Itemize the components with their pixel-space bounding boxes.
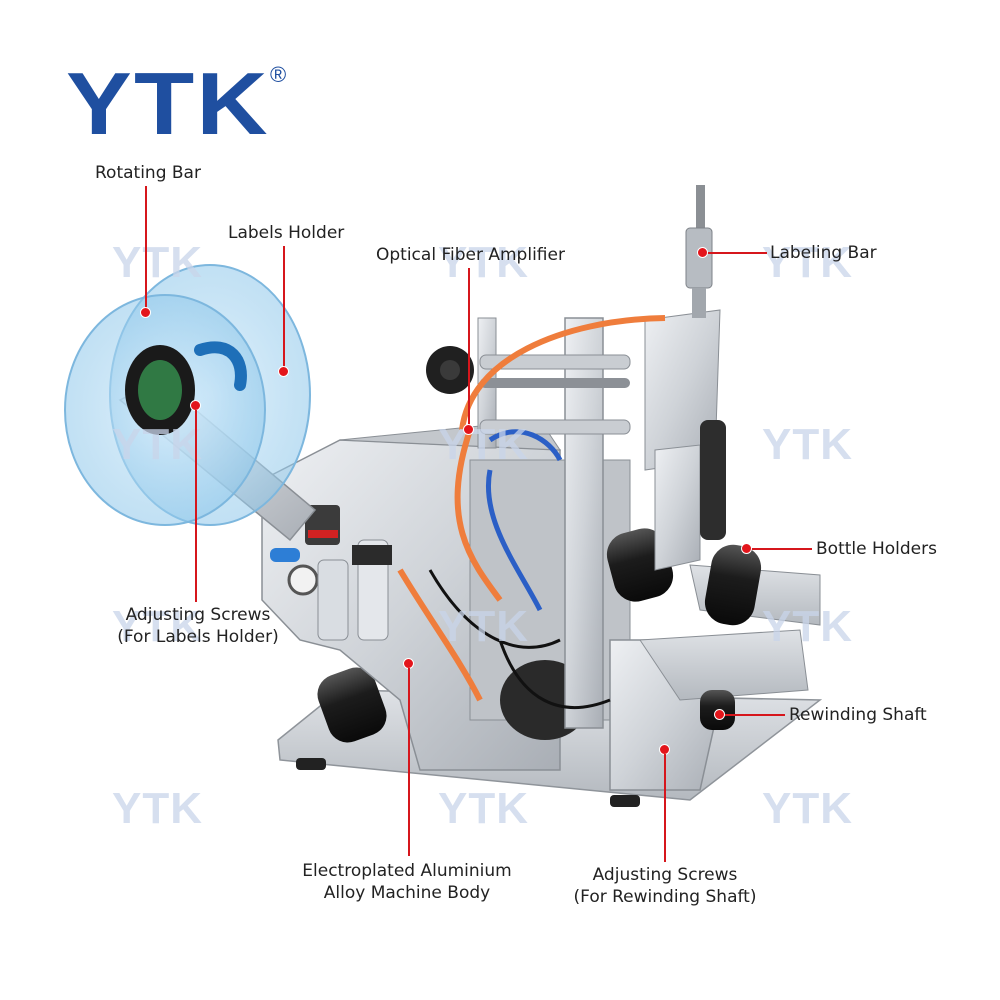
- leader-line: [468, 268, 470, 426]
- watermark: YTK: [762, 420, 853, 469]
- label-line: Adjusting Screws: [592, 865, 738, 885]
- label-adjusting-screws-rewinding-shaft: Adjusting Screws (For Rewinding Shaft): [554, 864, 776, 908]
- brand-logo: YTK: [66, 54, 270, 153]
- leader-line: [145, 186, 147, 310]
- callout-dot: [714, 709, 725, 720]
- leader-line: [408, 668, 410, 856]
- leader-line: [703, 252, 767, 254]
- leader-line: [283, 246, 285, 368]
- watermark: YTK: [438, 238, 529, 287]
- watermark: YTK: [112, 238, 203, 287]
- label-line: Electroplated Aluminium: [302, 861, 512, 881]
- label-bottle-holders: Bottle Holders: [816, 539, 937, 559]
- watermark: YTK: [112, 602, 203, 651]
- callout-dot: [463, 424, 474, 435]
- label-line: Alloy Machine Body: [323, 883, 491, 903]
- label-line: (For Rewinding Shaft): [573, 887, 757, 907]
- watermark: YTK: [762, 602, 853, 651]
- leader-line: [722, 714, 785, 716]
- label-optical-fiber-amplifier: Optical Fiber Amplifier: [376, 245, 565, 265]
- label-adjusting-screws-labels-holder: Adjusting Screws (For Labels Holder): [98, 604, 298, 648]
- watermark: YTK: [438, 420, 529, 469]
- label-line: (For Labels Holder): [117, 627, 279, 647]
- callout-dot: [741, 543, 752, 554]
- label-labeling-bar: Labeling Bar: [770, 243, 877, 263]
- watermark: YTK: [112, 420, 203, 469]
- leader-line: [195, 410, 197, 602]
- leader-line: [750, 548, 812, 550]
- callout-dot: [697, 247, 708, 258]
- registered-mark: ®: [270, 62, 287, 87]
- callout-dot: [140, 307, 151, 318]
- watermark: YTK: [762, 238, 853, 287]
- leader-line: [664, 754, 666, 862]
- label-rewinding-shaft: Rewinding Shaft: [789, 705, 927, 725]
- watermark: YTK: [762, 784, 853, 833]
- callout-dot: [278, 366, 289, 377]
- watermark: YTK: [438, 602, 529, 651]
- watermark: YTK: [438, 784, 529, 833]
- label-line: Adjusting Screws: [125, 605, 271, 625]
- watermark: YTK: [112, 784, 203, 833]
- label-rotating-bar: Rotating Bar: [95, 163, 201, 183]
- label-machine-body: Electroplated Aluminium Alloy Machine Bo…: [287, 860, 527, 904]
- label-labels-holder: Labels Holder: [228, 223, 345, 243]
